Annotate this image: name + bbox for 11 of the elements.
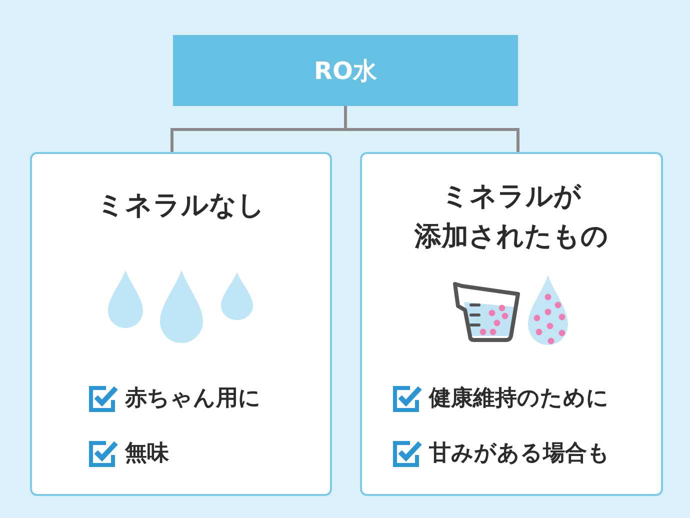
category-card <box>360 152 663 496</box>
category-title: RO水 <box>314 56 377 86</box>
card-heading: ミネラルなし <box>97 189 265 223</box>
checklist-item: 健康維持のために <box>429 385 609 413</box>
card-heading: ミネラルが添加されたもの <box>414 180 608 254</box>
checklist-item: 無味 <box>125 440 169 468</box>
connector-line <box>344 106 520 152</box>
checklist-item: 赤ちゃん用に <box>125 385 261 413</box>
checklist-item: 甘みがある場合も <box>429 440 610 468</box>
category-card <box>30 152 332 496</box>
title-box <box>173 35 518 106</box>
